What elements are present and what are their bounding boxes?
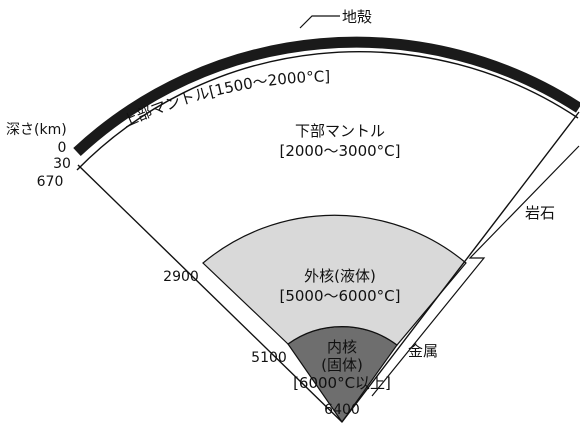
depth-axis-title: 深さ(km)	[6, 122, 67, 138]
depth-tick-30: 30	[53, 156, 71, 172]
sector-right-edge	[341, 111, 580, 423]
outer-core-region	[202, 214, 467, 346]
inner-core-temperature: [6000°C以上]	[293, 374, 391, 392]
depth-tick-670: 670	[37, 174, 64, 190]
metal-label: 金属	[408, 342, 438, 360]
crust-label: 地殻	[342, 8, 372, 26]
depth-tick-0: 0	[58, 140, 67, 156]
outer-core-temperature: [5000〜6000°C]	[279, 287, 400, 305]
lower-mantle-name: 下部マントル	[295, 122, 385, 140]
rock-metal-bracket	[371, 145, 580, 397]
depth-tick-6400: 6400	[324, 402, 360, 418]
inner-core-name: 内核	[327, 338, 357, 356]
depth-tick-5100: 5100	[251, 350, 287, 366]
crust-band	[73, 36, 580, 157]
crust-leader-line	[299, 15, 340, 29]
sector-left-edge	[77, 164, 343, 423]
mantle-boundary-arc	[76, 50, 579, 171]
rock-label: 岩石	[525, 204, 555, 222]
lower-mantle-temperature: [2000〜3000°C]	[279, 142, 400, 160]
outer-core-name: 外核(液体)	[304, 267, 376, 285]
inner-core-state: (固体)	[321, 356, 363, 374]
depth-tick-2900: 2900	[163, 269, 199, 285]
